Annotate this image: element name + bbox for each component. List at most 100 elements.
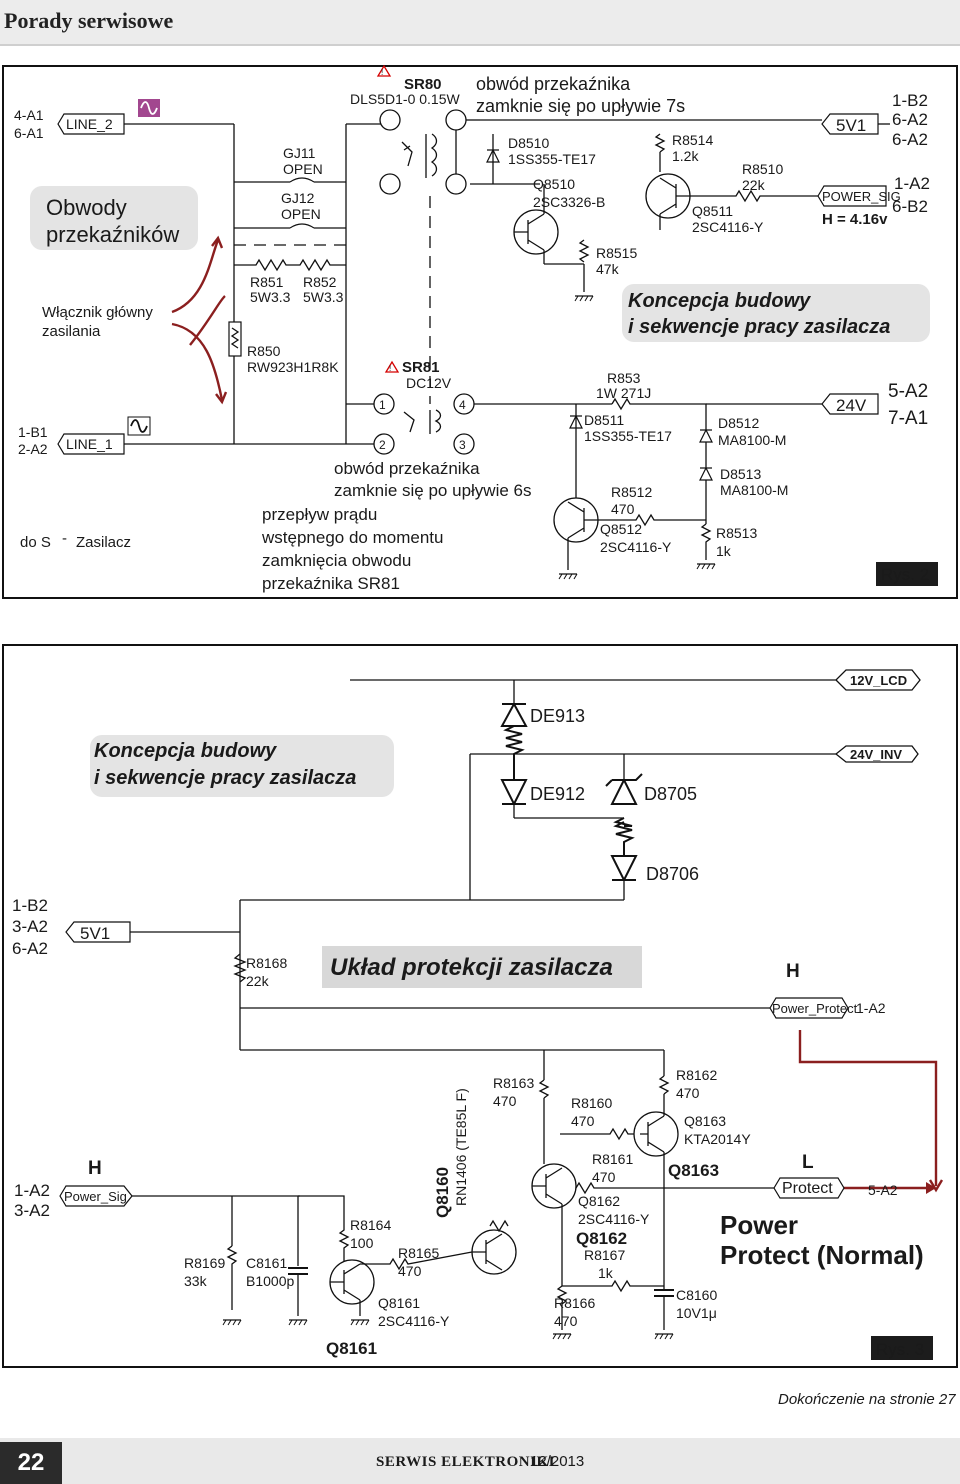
magazine-issue: 12/2013 [530, 1453, 585, 1470]
d8510-ref: D8510 [508, 135, 549, 151]
r8164-ref: R8164 [350, 1217, 391, 1233]
h-level-label: H = 4.16v [822, 211, 888, 228]
r8513-ref: R8513 [716, 525, 757, 541]
d8512-ref: D8512 [718, 415, 759, 431]
sr80-pin-1 [379, 109, 401, 131]
fig2-ref-1b1: 1-B1 [18, 424, 48, 440]
r852-value: 5W3.3 [303, 289, 344, 305]
line1-label: LINE_1 [66, 436, 113, 452]
q8510-ref: Q8510 [533, 176, 575, 192]
r8512-ref: R8512 [611, 484, 652, 500]
power-sig-label-fig3: Power_Sig [64, 1189, 127, 1204]
r8513-value: 1k [716, 543, 732, 559]
sr80-pin-3 [379, 173, 401, 195]
fig2-ref-7a1: 7-A1 [888, 408, 928, 429]
d8705-label: D8705 [644, 784, 697, 804]
v24-label: 24V [836, 396, 867, 415]
c8161-value: B1000p [246, 1273, 294, 1289]
header-band [0, 0, 960, 46]
power-protect-ref: 1-A2 [856, 1000, 886, 1016]
l-level-label: L [802, 1152, 814, 1173]
r8165-value: 470 [398, 1263, 422, 1279]
inrush-line2: wstępnego do momentu [261, 528, 443, 547]
d8512-value: MA8100-M [718, 432, 786, 448]
q8161-red-label: Q8161 [326, 1339, 377, 1358]
line2-sine-icon [137, 98, 161, 118]
r850-resistor [228, 321, 242, 357]
protection-title: Układ protekcji zasilacza [330, 954, 613, 981]
sr81-ref: SR81 [402, 359, 440, 376]
power-sig-label: POWER_SIG [822, 189, 901, 204]
v5v1-label: 5V1 [836, 116, 866, 135]
h-sig-label: H [88, 1158, 102, 1179]
magazine-name: SERWIS ELEKTRONIKI [376, 1454, 555, 1470]
sr81-pin3-label: 3 [459, 438, 466, 452]
page-number: 22 [17, 1449, 45, 1476]
gj11-switch [234, 177, 346, 183]
r8512-value: 470 [611, 501, 635, 517]
q8162-red-label: Q8162 [576, 1229, 627, 1248]
relay-6s-line1: obwód przekaźnika [334, 459, 480, 478]
gj12-switch [234, 223, 346, 229]
h-top-label: H [786, 961, 800, 982]
d8706-diode [610, 855, 638, 883]
r8163-resistor [538, 1079, 550, 1099]
rys3-label: Rys. 3 [876, 1340, 924, 1359]
main-switch-line2: zasilania [42, 323, 101, 340]
d8512-diode [699, 428, 713, 443]
gj12-ref: GJ12 [281, 190, 315, 206]
q8510-value: 2SC3326-B [533, 194, 605, 210]
q8163-transistor [633, 1111, 679, 1157]
sr80-pin-2 [445, 109, 467, 131]
sr81-pin-1 [373, 393, 395, 415]
sr81-pin-3 [453, 433, 475, 455]
de913-label: DE913 [530, 706, 585, 726]
protect-flag [773, 1177, 845, 1199]
q8512-value: 2SC4116-Y [600, 539, 672, 555]
d8511-value: 1SS355-TE17 [584, 428, 672, 444]
de912-diode [500, 779, 528, 807]
r8167-ref: R8167 [584, 1247, 625, 1263]
fig3-ref-3a2: 3-A2 [12, 917, 48, 936]
rys2-badge [876, 562, 938, 586]
de913-resistor [503, 725, 525, 780]
r8513-resistor [700, 523, 712, 560]
r8169-ref: R8169 [184, 1255, 225, 1271]
power-protect-flag [769, 997, 849, 1019]
r8514-value: 1.2k [672, 148, 699, 164]
v12-lcd-flag [350, 669, 921, 691]
continuation-note: Dokończenie na stronie 27 [778, 1391, 956, 1408]
fig2-ref-5a2: 5-A2 [888, 381, 928, 402]
fig2-ref-6b2: 6-B2 [892, 197, 928, 216]
figure2-frame [2, 65, 958, 599]
power-protect-normal-line1: Power [720, 1210, 798, 1240]
inrush-line1: przepływ prądu [262, 505, 377, 524]
gj11-value: OPEN [283, 161, 323, 177]
gj12-value: OPEN [281, 206, 321, 222]
r8169-resistor [226, 1245, 238, 1310]
r8166-resistor [556, 1285, 568, 1330]
fig2-ref-2a2: 2-A2 [18, 441, 48, 457]
r8166-ref: R8166 [554, 1295, 595, 1311]
r851-r852-resistors [234, 258, 346, 272]
gj11-ref: GJ11 [283, 145, 316, 161]
r8168-resistor [233, 953, 247, 983]
r8160-ref: R8160 [571, 1095, 612, 1111]
q8161-ref: Q8161 [378, 1295, 420, 1311]
r8510-value: 22k [742, 177, 766, 193]
r8163-value: 470 [493, 1093, 517, 1109]
fig3-concept-line1: Koncepcja budowy [94, 740, 277, 762]
r851-value: 5W3.3 [250, 289, 291, 305]
sr81-pin2-label: 2 [379, 438, 386, 452]
power-sig-flag [817, 185, 887, 207]
r8168-value: 22k [246, 973, 270, 989]
rys2-label: Rys. 2 [881, 565, 929, 584]
v24-inv-label: 24V_INV [850, 747, 902, 762]
relay-circuits-box [30, 186, 198, 250]
r8165-ref: R8165 [398, 1245, 439, 1261]
r852-ref: R852 [303, 274, 337, 290]
q8163-value: KTA2014Y [684, 1131, 751, 1147]
fig3-v5v1-label: 5V1 [80, 924, 110, 943]
q8162-value: 2SC4116-Y [578, 1211, 650, 1227]
